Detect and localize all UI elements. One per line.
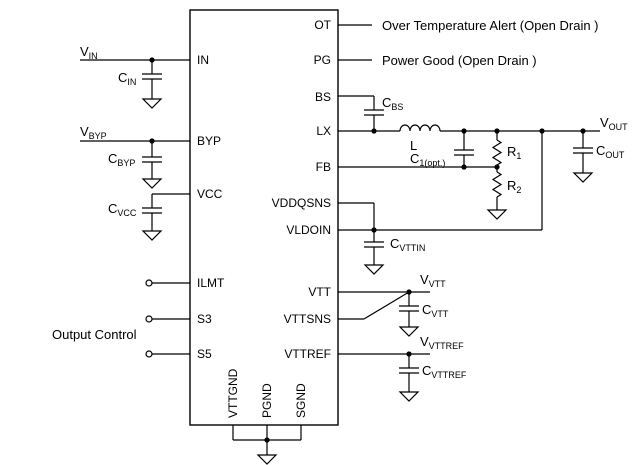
cout-capacitor bbox=[572, 147, 594, 154]
pg-signal: Power Good (Open Drain ) bbox=[338, 53, 537, 68]
r2-label: R2 bbox=[507, 178, 521, 195]
pin-in: IN bbox=[197, 53, 209, 67]
pin-vddqsns: VDDQSNS bbox=[272, 196, 331, 210]
bottom-ground bbox=[232, 425, 302, 465]
ground-icon bbox=[364, 257, 384, 275]
cvttin-capacitor bbox=[363, 241, 385, 248]
output-control-label: Output Control bbox=[52, 327, 137, 342]
pin-vttgnd: VTTGND bbox=[226, 368, 240, 418]
ic-body bbox=[189, 9, 339, 426]
ground-icon bbox=[399, 319, 419, 337]
pin-vldoin: VLDOIN bbox=[286, 223, 331, 237]
ic-left-pins: IN BYP VCC ILMT S3 S5 bbox=[197, 53, 225, 361]
ground-icon bbox=[142, 91, 162, 109]
pin-ilmt: ILMT bbox=[197, 276, 225, 290]
r1-resistor bbox=[491, 139, 503, 166]
vtt-net: VVTT CVTT bbox=[338, 272, 449, 337]
vin-label: VIN bbox=[80, 44, 98, 61]
ot-signal: Over Temperature Alert (Open Drain ) bbox=[338, 18, 599, 33]
pin-vttref: VTTREF bbox=[284, 347, 331, 361]
s5-terminal bbox=[145, 350, 153, 358]
ground-icon bbox=[142, 223, 162, 241]
pin-byp: BYP bbox=[197, 134, 221, 148]
pg-label: Power Good (Open Drain ) bbox=[382, 53, 537, 68]
c1-label: C1(opt.) bbox=[410, 151, 445, 168]
pin-vcc: VCC bbox=[197, 187, 223, 201]
pin-bs: BS bbox=[315, 90, 331, 104]
vttref-net: VVTTREF CVTTREF bbox=[338, 334, 467, 402]
ground-icon bbox=[487, 202, 507, 220]
cvtt-label: CVTT bbox=[422, 302, 449, 319]
pin-s3: S3 bbox=[197, 312, 212, 326]
ground-icon bbox=[142, 171, 162, 189]
vin-net: VIN CIN bbox=[80, 44, 190, 109]
ic-right-pins: OT PG BS LX FB VDDQSNS VLDOIN VTT VTTSNS… bbox=[272, 18, 332, 361]
pin-ot: OT bbox=[314, 18, 331, 32]
cin-capacitor bbox=[141, 73, 163, 80]
pin-s5: S5 bbox=[197, 347, 212, 361]
pin-sgnd: SGND bbox=[294, 383, 308, 418]
control-inputs: Output Control bbox=[52, 279, 190, 358]
ilmt-terminal bbox=[145, 279, 153, 287]
cvttref-capacitor bbox=[398, 367, 420, 374]
pin-vttsns: VTTSNS bbox=[284, 312, 331, 326]
vout-label: VOUT bbox=[600, 115, 628, 132]
r1-label: R1 bbox=[507, 144, 521, 161]
cbs-label: CBS bbox=[382, 95, 403, 112]
cin-label: CIN bbox=[118, 70, 136, 87]
vcc-net: CVCC bbox=[108, 193, 190, 241]
r2-resistor bbox=[491, 171, 503, 198]
pin-lx: LX bbox=[316, 124, 331, 138]
cvtt-capacitor bbox=[398, 305, 420, 312]
vldoin-net: CVTTIN bbox=[338, 131, 543, 275]
buck-output-stage: CBS L VOUT C1(opt.) R1 R2 COUT bbox=[338, 95, 628, 220]
vvttref-label: VVTTREF bbox=[420, 334, 464, 351]
pin-fb: FB bbox=[316, 160, 331, 174]
cvcc-label: CVCC bbox=[108, 201, 137, 218]
ground-icon bbox=[573, 165, 593, 183]
ground-icon bbox=[257, 447, 277, 465]
inductor-label: L bbox=[410, 138, 417, 153]
c1-capacitor bbox=[453, 149, 475, 156]
ot-label: Over Temperature Alert (Open Drain ) bbox=[382, 18, 599, 33]
pin-pgnd: PGND bbox=[260, 383, 274, 418]
pin-pg: PG bbox=[314, 53, 331, 67]
cbs-capacitor bbox=[363, 109, 385, 116]
inductor bbox=[399, 124, 441, 132]
cvttin-label: CVTTIN bbox=[390, 236, 425, 253]
ground-icon bbox=[399, 384, 419, 402]
cout-label: COUT bbox=[596, 143, 625, 160]
s3-terminal bbox=[145, 315, 153, 323]
vbyp-net: VBYP CBYP bbox=[80, 124, 190, 189]
cbyp-label: CBYP bbox=[108, 151, 135, 168]
cbyp-capacitor bbox=[141, 156, 163, 163]
cvcc-capacitor bbox=[141, 207, 163, 214]
vbyp-label: VBYP bbox=[80, 124, 107, 141]
cvttref-label: CVTTREF bbox=[422, 363, 467, 380]
vvtt-label: VVTT bbox=[420, 272, 446, 289]
pin-vtt: VTT bbox=[308, 285, 331, 299]
ic-bottom-pins: VTTGND PGND SGND bbox=[226, 368, 308, 418]
